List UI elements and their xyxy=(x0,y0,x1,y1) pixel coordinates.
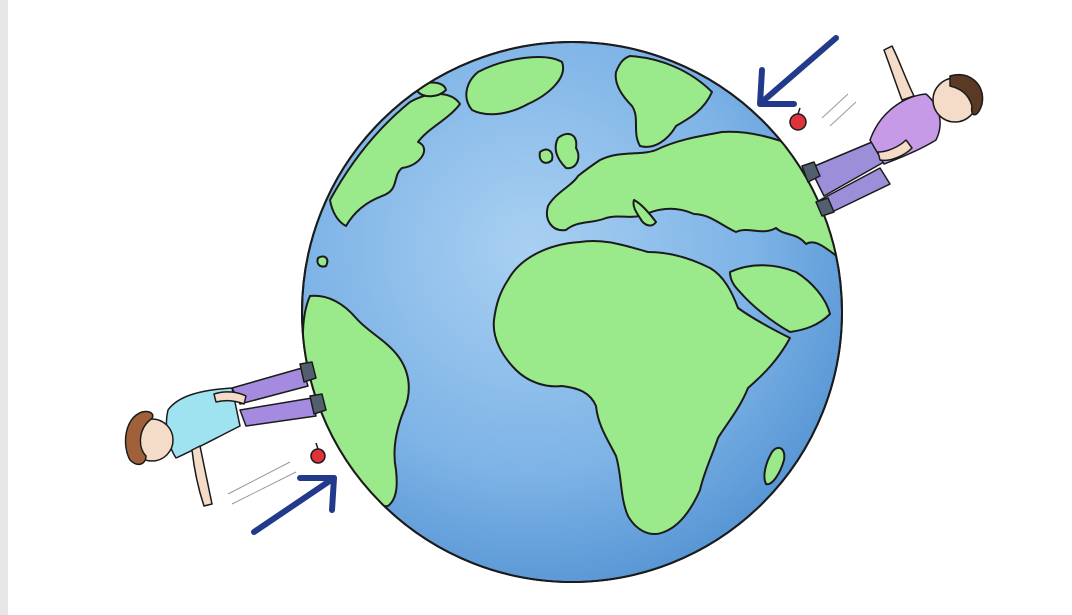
person-top-right xyxy=(802,46,983,216)
arrow-top xyxy=(760,38,836,104)
gravity-illustration xyxy=(8,0,1072,615)
person-bottom-left xyxy=(126,362,326,506)
arctic-island xyxy=(418,83,446,97)
arm xyxy=(884,46,914,100)
caribbean-island xyxy=(317,256,327,266)
illustration-frame xyxy=(8,0,1072,615)
apple-top xyxy=(790,94,856,130)
globe-earth xyxy=(302,42,843,582)
arrow-bottom xyxy=(254,478,334,532)
ireland-landmass xyxy=(540,150,553,163)
arm xyxy=(192,446,212,506)
